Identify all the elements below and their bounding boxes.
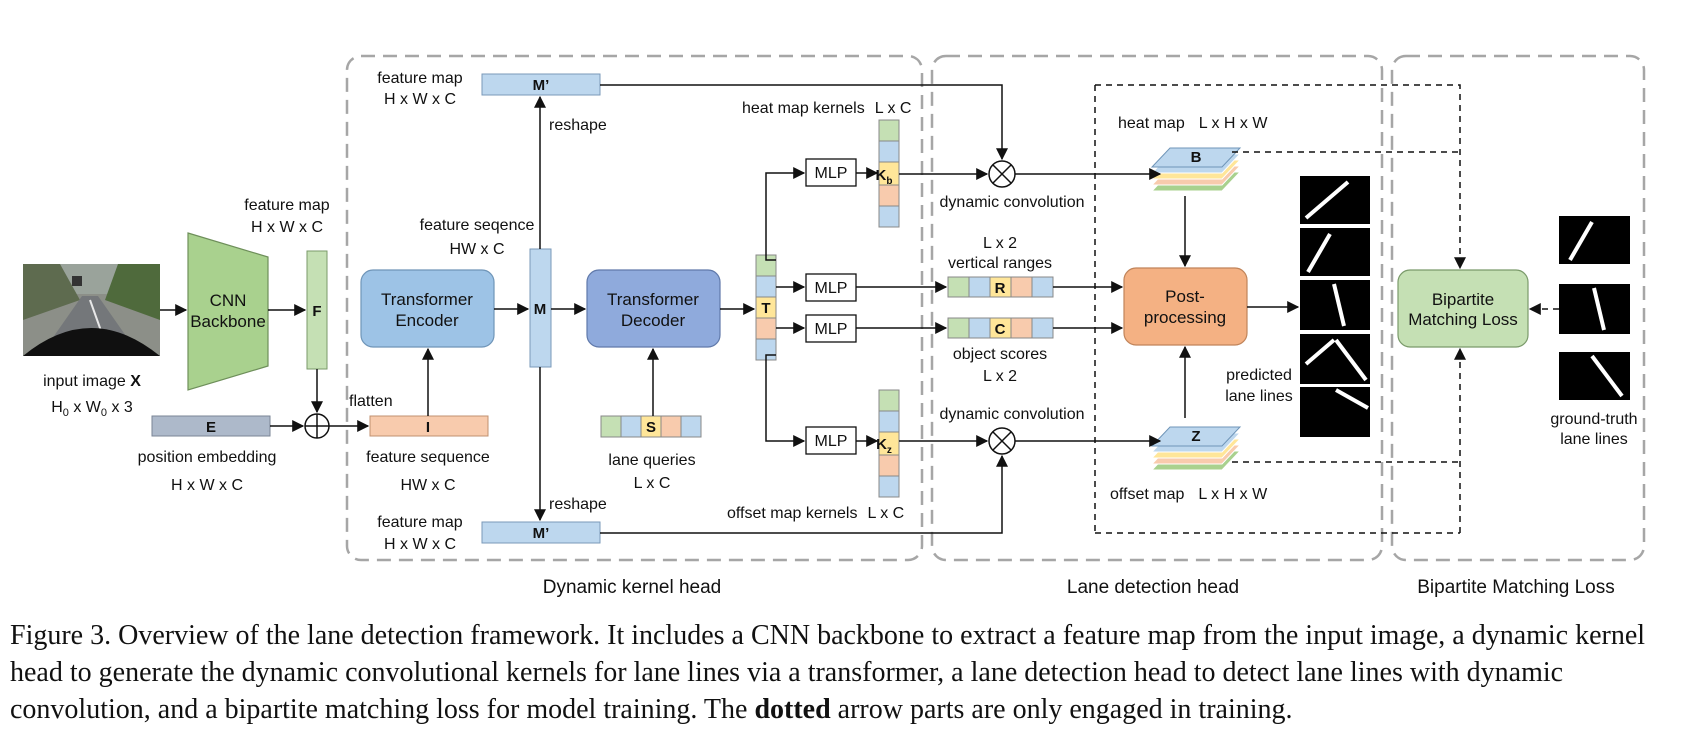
dynamic-conv-label-offset: dynamic convolution	[940, 406, 1085, 423]
ground-truth-lane-lines	[1559, 216, 1630, 400]
feature-map-f-symbol: F	[312, 303, 321, 320]
ground-truth-label-2: lane lines	[1560, 431, 1628, 448]
predicted-lane-lines	[1300, 176, 1370, 437]
feature-sequence-i-dims: HW x C	[400, 477, 455, 494]
ground-truth-label-1: ground-truth	[1550, 411, 1637, 428]
object-scores	[947, 317, 1054, 339]
feature-sequence-i-title: feature sequence	[366, 449, 490, 466]
bipartite-label-1: Bipartite	[1432, 290, 1494, 309]
reshape-bottom-label: reshape	[549, 496, 607, 513]
dotted-arrows	[1094, 84, 1559, 534]
flatten-label: flatten	[349, 393, 393, 410]
mlp-heat-label: MLP	[815, 165, 848, 182]
object-scores-title: object scores	[953, 346, 1047, 363]
feature-sequence-i-symbol: I	[426, 419, 430, 436]
feature-map-top-symbol: M’	[533, 77, 550, 94]
offset-kernels-symbol: Kz	[876, 436, 892, 456]
vertical-ranges	[947, 276, 1054, 298]
bipartite-matching-loss	[1397, 269, 1529, 348]
figure-caption: Figure 3. Overview of the lane detection…	[10, 620, 1646, 725]
mlp-range-label: MLP	[815, 280, 848, 297]
feature-seq-m-symbol: M	[534, 301, 547, 318]
input-image-label: input image X	[43, 373, 141, 390]
offset-map-symbol: Z	[1191, 428, 1200, 445]
section-title-bipartite-matching-loss: Bipartite Matching Loss	[1417, 577, 1615, 598]
feature-seq-m-dims: HW x C	[449, 241, 504, 258]
input-image-dims: H0 x W0 x 3	[51, 399, 133, 419]
position-embedding-dims: H x W x C	[171, 477, 243, 494]
lane-queries-symbol: S	[646, 419, 656, 436]
vertical-ranges-title: vertical ranges	[948, 255, 1052, 272]
reshape-top-label: reshape	[549, 117, 607, 134]
feature-map-bottom-symbol: M’	[533, 525, 550, 542]
transformer-decoder-label-2: Decoder	[621, 311, 686, 330]
lane-detection-diagram: Dynamic kernel head Lane detection head …	[23, 54, 1646, 598]
decoder-output-t-symbol: T	[761, 300, 770, 317]
feature-map-top-dims: H x W x C	[384, 91, 456, 108]
predicted-label-2: lane lines	[1225, 388, 1293, 405]
offset-map-kernels	[878, 389, 900, 498]
cnn-backbone-label-1: CNN	[210, 291, 247, 310]
object-scores-symbol: C	[995, 321, 1006, 338]
feature-map-f-dims: H x W x C	[251, 219, 323, 236]
mlp-offset-label: MLP	[815, 433, 848, 450]
transformer-decoder-label-1: Transformer	[607, 290, 699, 309]
solid-arrows	[160, 84, 1300, 534]
position-embedding-symbol: E	[206, 419, 216, 436]
bipartite-matching-frame	[1390, 54, 1646, 562]
post-processing	[1123, 267, 1248, 346]
dynamic-conv-label-heat: dynamic convolution	[940, 194, 1085, 211]
mlp-box-range	[805, 273, 857, 302]
heat-map-symbol: B	[1191, 149, 1202, 166]
transformer-encoder-label-2: Encoder	[395, 311, 459, 330]
heat-map-stack	[1150, 147, 1242, 192]
mlp-box-score	[805, 314, 857, 343]
heat-map-kernels	[878, 119, 900, 228]
cnn-backbone-label-2: Backbone	[190, 312, 266, 331]
vertical-ranges-symbol: R	[995, 280, 1006, 297]
feature-map-top-title: feature map	[377, 70, 462, 87]
predicted-label-1: predicted	[1226, 367, 1292, 384]
heat-kernels-symbol: Kb	[876, 167, 893, 187]
bipartite-label-2: Matching Loss	[1408, 310, 1518, 329]
object-scores-dims: L x 2	[983, 368, 1017, 385]
mlp-score-label: MLP	[815, 321, 848, 338]
vertical-ranges-dims: L x 2	[983, 235, 1017, 252]
feature-seq-m-title: feature seqence	[420, 217, 535, 234]
lane-queries-title: lane queries	[608, 452, 695, 469]
mlp-box-heat	[805, 158, 857, 187]
position-embedding-title: position embedding	[138, 449, 277, 466]
cnn-backbone	[187, 232, 269, 391]
feature-map-bottom-dims: H x W x C	[384, 536, 456, 553]
feature-map-bottom-title: feature map	[377, 514, 462, 531]
offset-map-stack	[1150, 426, 1242, 471]
lane-queries-dims: L x C	[634, 475, 671, 492]
transformer-encoder-label-1: Transformer	[381, 290, 473, 309]
lane-detection-head-frame	[930, 54, 1384, 562]
section-title-dynamic-kernel-head: Dynamic kernel head	[543, 577, 721, 598]
section-title-lane-detection-head: Lane detection head	[1067, 577, 1239, 598]
input-image	[23, 264, 160, 357]
dynamic-kernel-head-frame	[345, 54, 924, 562]
feature-map-f-title: feature map	[244, 197, 329, 214]
feature-sequence-i	[369, 415, 489, 437]
post-processing-label-1: Post-	[1165, 287, 1205, 306]
lane-queries	[600, 415, 702, 438]
post-processing-label-2: processing	[1144, 308, 1226, 327]
